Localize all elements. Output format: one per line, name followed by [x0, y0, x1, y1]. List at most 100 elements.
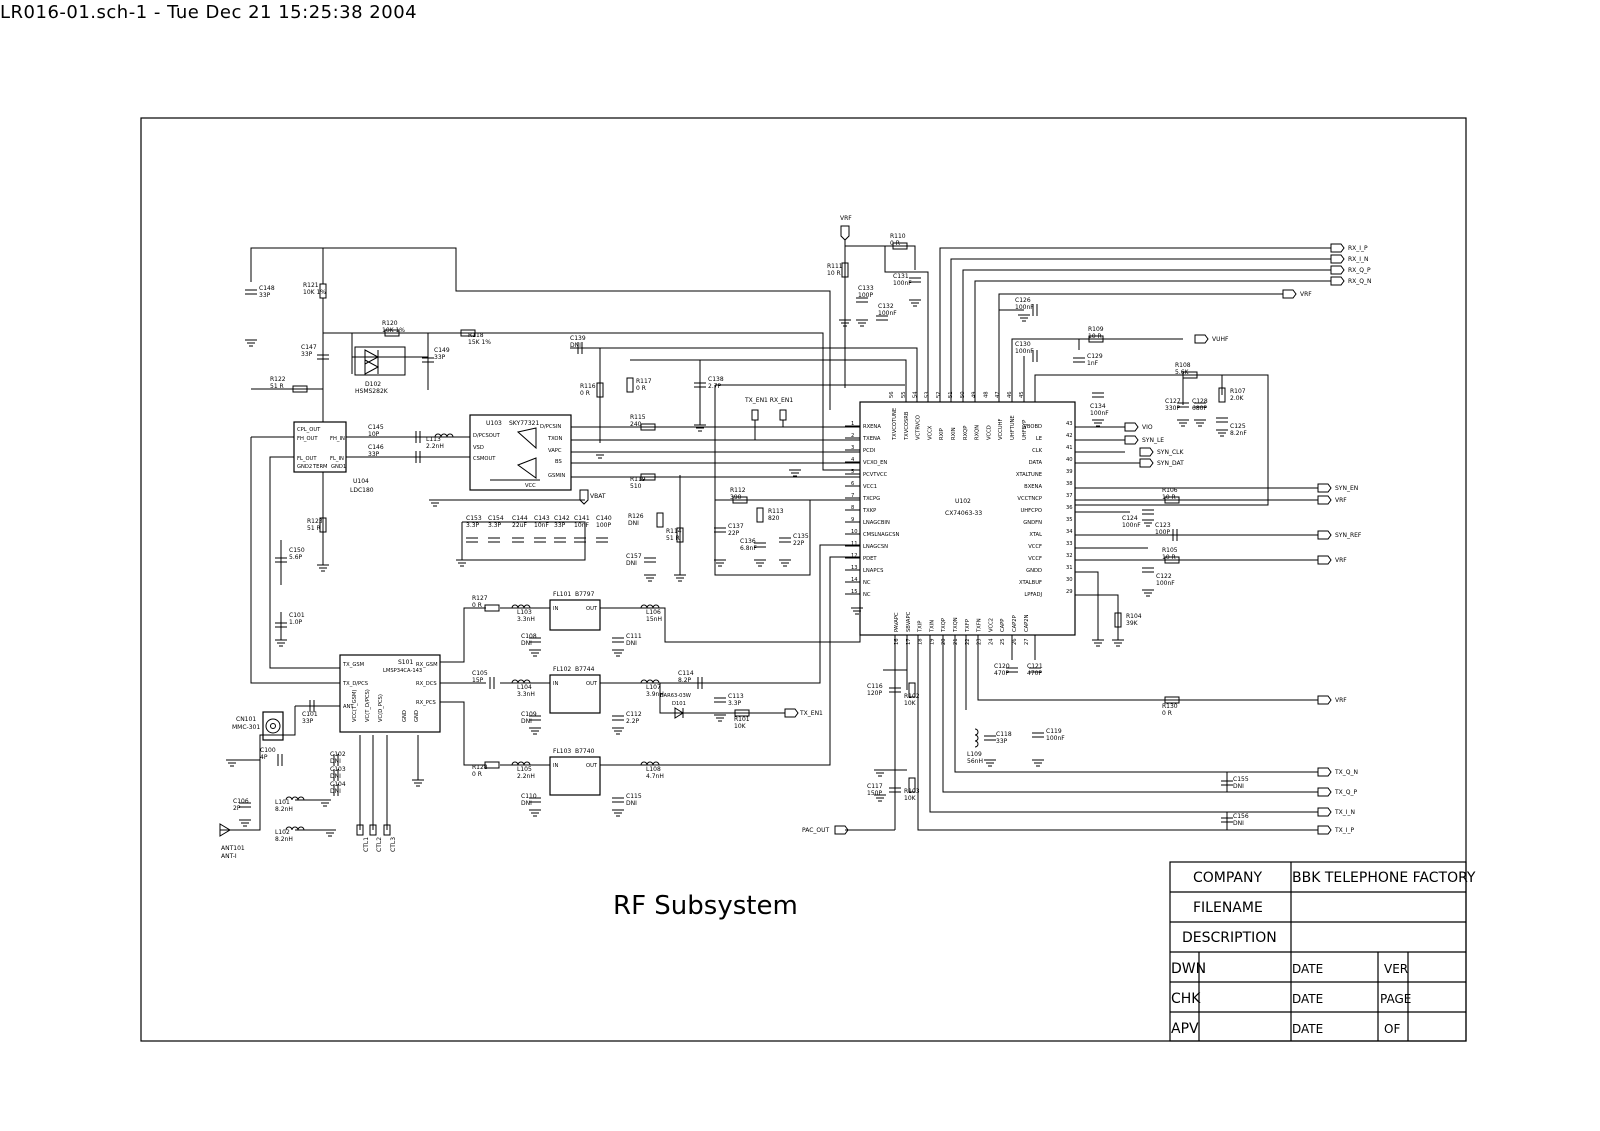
- u104-part: LDC180: [350, 487, 374, 494]
- ground-icon: [612, 649, 624, 657]
- u102-left-pin-num: 12: [851, 553, 858, 559]
- component-value: DNI: [521, 640, 532, 647]
- fl101-part: B7797: [575, 591, 595, 598]
- fl103-pin-out: OUT: [586, 763, 598, 769]
- component-value: 22P: [728, 530, 740, 537]
- component-value: 56nH: [967, 758, 983, 765]
- u102-left-pin-label: CMSLNAGCSN: [863, 532, 900, 538]
- component-value: 10K: [904, 795, 917, 802]
- fl101-ref: FL101: [553, 591, 571, 598]
- svg-text:TX_I_P: TX_I_P: [1334, 827, 1355, 834]
- u102-right-pin-num: 37: [1066, 493, 1073, 499]
- d101-ref: D101: [672, 701, 686, 707]
- svg-text:VUHF: VUHF: [1212, 336, 1229, 343]
- component-value: 51 R: [307, 525, 321, 532]
- u102-left-pin-num: 3: [851, 445, 854, 451]
- ground-icon: [754, 559, 766, 567]
- u102-right-pin-label: VBOBD: [1023, 424, 1042, 430]
- component-ref: R110: [890, 233, 906, 240]
- u102-right-pin-label: XTAL: [1029, 532, 1042, 538]
- component-ref: R109: [1088, 326, 1104, 333]
- svg-text:TX_I_N: TX_I_N: [1334, 809, 1355, 816]
- port-rx-i-p: RX_I_P: [1330, 243, 1368, 253]
- component-value: 22uF: [512, 522, 527, 529]
- diode-d101: BAR63-03W D101: [660, 693, 691, 719]
- component-ref: C110: [521, 793, 537, 800]
- u102-top-pin-label: VCCX: [927, 425, 933, 440]
- s101-part: LMSP34CA-143: [383, 668, 422, 674]
- filter-fl101: FL101 B7797 IN OUT: [549, 591, 601, 631]
- u104-pin-fl-out: FL_OUT: [297, 456, 317, 462]
- svg-text:TX_EN1 RX_EN1: TX_EN1 RX_EN1: [744, 397, 793, 404]
- component-value: 4.7nH: [646, 773, 664, 780]
- u102-left-pin-label: PCDI: [863, 448, 876, 454]
- u102-right-pin-num: 40: [1066, 457, 1073, 463]
- component-ref: C148: [259, 285, 275, 292]
- component-value: 150P: [867, 790, 882, 797]
- component-ref: C122: [1156, 573, 1172, 580]
- ground-icon: [1018, 314, 1030, 322]
- svg-text:SYN_DAT: SYN_DAT: [1157, 460, 1184, 467]
- u104-pin-gnd1: GND1: [331, 464, 346, 470]
- sheet-title: RF Subsystem: [613, 891, 798, 921]
- u103-pin-vapc: VAPC: [548, 448, 562, 454]
- ground-icon: [1092, 639, 1104, 647]
- u102-top-pin-label: UHFTUNE: [1010, 415, 1016, 440]
- u102-bottom-pin-num: 25: [1000, 638, 1006, 645]
- component-value: 0 R: [580, 390, 590, 397]
- u102-right-pin-num: 34: [1066, 529, 1073, 535]
- u102-left-pin-num: 10: [851, 529, 858, 535]
- u102-right-pin-num: 31: [1066, 565, 1073, 571]
- component-ref: C100: [260, 747, 276, 754]
- ant-part: ANT-I: [221, 853, 237, 860]
- ground-icon: [1142, 589, 1154, 597]
- component-ref: C114: [678, 670, 694, 677]
- u104-pin-gnd2: GND2: [297, 464, 312, 470]
- svg-text:PAC_OUT: PAC_OUT: [802, 827, 830, 834]
- d102-part: HSMS282K: [355, 388, 389, 395]
- ctl2-label: CTL2: [376, 837, 383, 852]
- ground-icon: [529, 809, 541, 817]
- component-value: 33P: [996, 738, 1008, 745]
- component-value: 4P: [260, 754, 268, 761]
- component-ref: C154: [488, 515, 504, 522]
- u102-right-pin-label: CLK: [1032, 448, 1043, 454]
- component-ref: L108: [646, 766, 661, 773]
- u102-top-pin-label: RXIP: [939, 428, 945, 440]
- component-ref: C108: [521, 633, 537, 640]
- component-ref: R102: [904, 693, 920, 700]
- s101-pin-vc-dpcs: VC(D_PCS): [378, 694, 384, 722]
- component-ref: C134: [1090, 403, 1106, 410]
- u103-pin-csmout: CSMOUT: [473, 456, 496, 462]
- u102-left-pin-label: PCVTVCC: [863, 472, 888, 478]
- ground-icon: [714, 714, 726, 722]
- svg-text:VIO: VIO: [1142, 424, 1153, 431]
- component-ref: L106: [646, 609, 661, 616]
- component-value: 100nF: [1046, 735, 1065, 742]
- component-value: 100nF: [893, 280, 912, 287]
- svg-text:TX_Q_N: TX_Q_N: [1334, 769, 1358, 776]
- component-value: 10K 1%: [303, 289, 326, 296]
- component-ref: C153: [466, 515, 482, 522]
- component-value: 10 R: [827, 270, 841, 277]
- port-syn-clk: SYN_CLK: [1139, 447, 1184, 457]
- u102-right-pin-label: VCCTNCP: [1017, 496, 1042, 502]
- component-value: 15P: [472, 677, 484, 684]
- component-ref: C143: [534, 515, 550, 522]
- port-syn-en: SYN_EN: [1317, 483, 1358, 493]
- component-value: 10K: [904, 700, 917, 707]
